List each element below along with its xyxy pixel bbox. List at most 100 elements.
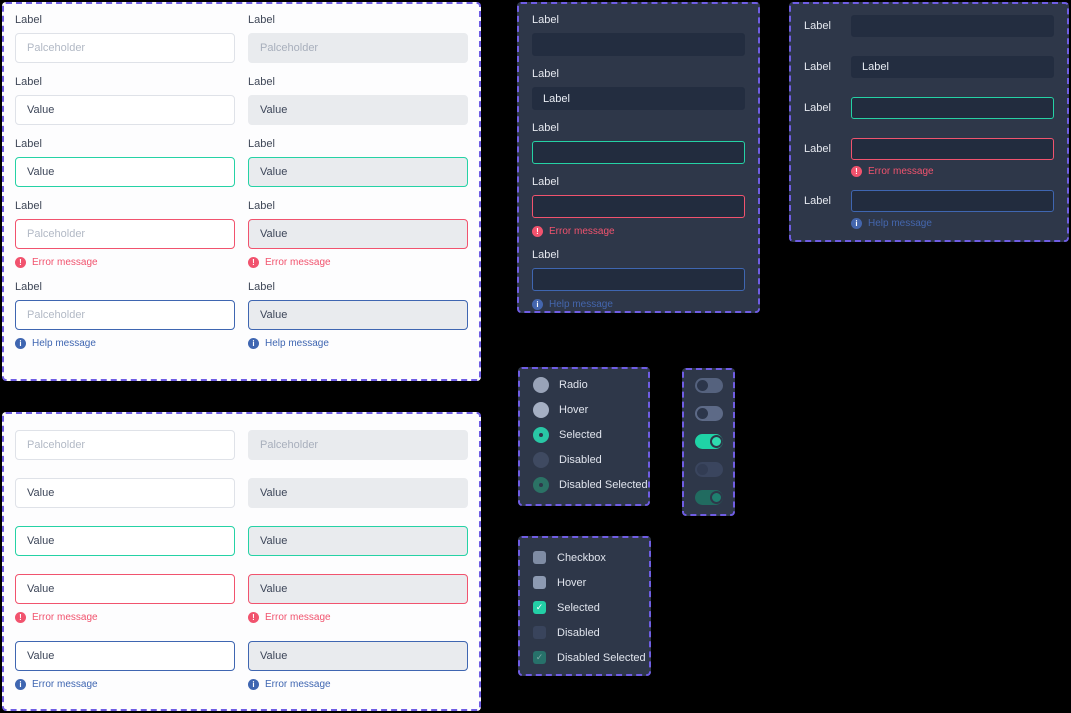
- checkbox-label: Disabled: [557, 626, 600, 639]
- text-input-error[interactable]: [532, 195, 745, 218]
- text-input-focused[interactable]: [248, 526, 468, 556]
- text-input-error[interactable]: [248, 574, 468, 604]
- error-message: ! Error message: [15, 257, 235, 268]
- radio-label: Disabled: [559, 454, 602, 466]
- text-input-error[interactable]: [15, 574, 235, 604]
- message-text: Help message: [32, 337, 96, 349]
- form-field: [248, 478, 468, 508]
- radio-option: Selected: [533, 427, 635, 443]
- field-label: Label: [804, 20, 831, 32]
- text-input-help[interactable]: [15, 641, 235, 671]
- radio-label: Hover: [559, 404, 589, 416]
- text-input-focused[interactable]: [15, 526, 235, 556]
- text-input[interactable]: [15, 478, 235, 508]
- text-input-help[interactable]: [248, 300, 468, 330]
- text-input[interactable]: [248, 478, 468, 508]
- text-input-focused[interactable]: [851, 97, 1054, 119]
- form-field: i Error message: [248, 641, 468, 690]
- toggle-knob: [696, 464, 708, 475]
- form-field: [15, 478, 235, 508]
- form-field: Label: [804, 190, 1054, 212]
- toggle-knob: [696, 380, 708, 391]
- radio-disabled-icon: [533, 452, 549, 468]
- radio-selected-icon[interactable]: [533, 427, 549, 443]
- toggle-knob: [709, 435, 723, 448]
- checkbox-option: Checkbox: [533, 551, 636, 564]
- field-label: Label: [15, 76, 42, 88]
- toggle-disabled-on: [694, 490, 723, 505]
- message-text: Help message: [265, 337, 329, 349]
- field-label: Label: [532, 14, 559, 26]
- panel-light-plain-inputs: ! Error message i Error message: [2, 412, 481, 711]
- field-label: Label: [248, 138, 275, 150]
- text-input-help[interactable]: [15, 300, 235, 330]
- error-message: ! Error message: [248, 257, 468, 268]
- text-input-focused[interactable]: [248, 157, 468, 187]
- radio-disabled-selected-icon: [533, 477, 549, 493]
- text-input-focused[interactable]: [15, 157, 235, 187]
- text-input-help[interactable]: [851, 190, 1054, 212]
- text-input[interactable]: [532, 87, 745, 110]
- form-field: Label: [15, 138, 235, 187]
- form-field: Label ! Error message: [532, 176, 745, 237]
- radio-icon[interactable]: [533, 402, 549, 418]
- text-input-error[interactable]: [851, 138, 1054, 160]
- form-field: Label: [248, 138, 468, 187]
- text-input-help[interactable]: [532, 268, 745, 291]
- message-text: Error message: [32, 678, 98, 690]
- radio-label: Disabled Selected: [559, 479, 648, 491]
- text-input-error[interactable]: [15, 219, 235, 249]
- toggle-knob: [709, 491, 723, 504]
- radio-option: Hover: [533, 402, 635, 418]
- text-input-error[interactable]: [248, 219, 468, 249]
- text-input-help[interactable]: [248, 641, 468, 671]
- checkbox-label: Hover: [557, 576, 587, 589]
- text-input[interactable]: [248, 430, 468, 460]
- form-field: Label: [532, 68, 745, 110]
- checkbox-label: Selected: [557, 601, 600, 614]
- text-input[interactable]: [851, 15, 1054, 37]
- checkbox-icon[interactable]: [533, 576, 546, 589]
- help-message: i Error message: [15, 679, 235, 690]
- text-input[interactable]: [15, 95, 235, 125]
- text-input[interactable]: [532, 33, 745, 56]
- field-label: Label: [532, 68, 559, 80]
- form-field: Label: [804, 138, 1054, 160]
- info-icon: i: [248, 338, 259, 349]
- form-field: [248, 526, 468, 556]
- toggle-disabled: [694, 462, 723, 477]
- form-field: [248, 430, 468, 460]
- text-input[interactable]: [15, 430, 235, 460]
- field-label: Label: [532, 122, 559, 134]
- field-label: Label: [248, 200, 275, 212]
- toggle-hover[interactable]: [694, 406, 723, 421]
- toggle-off[interactable]: [694, 378, 723, 393]
- form-field: Label: [804, 97, 1054, 119]
- message-text: Error message: [265, 256, 331, 268]
- checkbox-checked-icon[interactable]: ✓: [533, 601, 546, 614]
- radio-icon[interactable]: [533, 377, 549, 393]
- checkbox-label: Checkbox: [557, 551, 606, 564]
- text-input[interactable]: [248, 95, 468, 125]
- message-text: Error message: [549, 225, 615, 237]
- text-input-focused[interactable]: [532, 141, 745, 164]
- checkbox-disabled-checked-icon: ✓: [533, 651, 546, 664]
- message-text: Error message: [868, 165, 934, 177]
- checkbox-icon[interactable]: [533, 551, 546, 564]
- toggle-on[interactable]: [694, 434, 723, 449]
- field-label: Label: [15, 14, 42, 26]
- radio-option: Disabled: [533, 452, 635, 468]
- error-icon: !: [532, 226, 543, 237]
- info-icon: i: [851, 218, 862, 229]
- panel-radio-states: Radio Hover Selected Disabled Disabled S…: [518, 367, 650, 506]
- form-field: Label: [248, 76, 468, 125]
- toggle-knob: [696, 408, 708, 419]
- text-input[interactable]: [15, 33, 235, 63]
- field-label: Label: [532, 249, 559, 261]
- field-label: Label: [804, 61, 831, 73]
- text-input[interactable]: [248, 33, 468, 63]
- text-input[interactable]: [851, 56, 1054, 78]
- column-filled-inputs: Label Label Label Label ! Error messa: [248, 14, 468, 362]
- info-icon: i: [248, 679, 259, 690]
